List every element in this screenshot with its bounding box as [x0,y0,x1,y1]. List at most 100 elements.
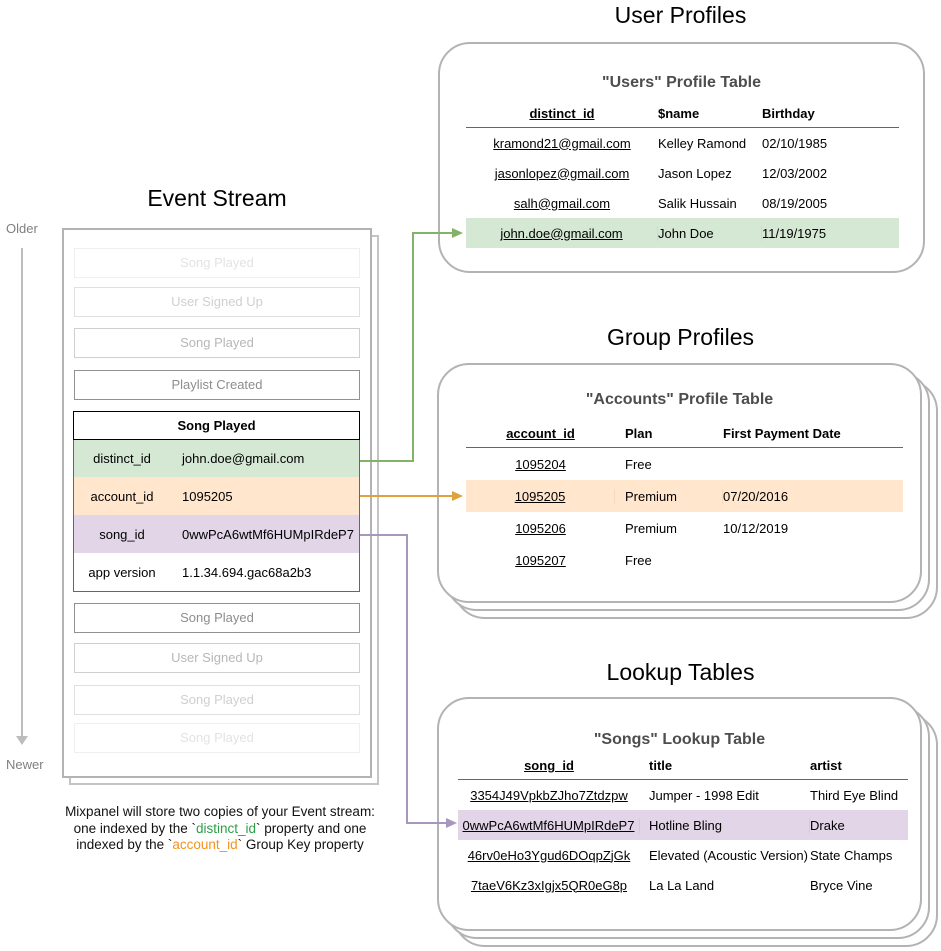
property-key: account_id [90,488,154,504]
column-header: song_id [524,758,574,773]
songs-table-title: "Songs" Lookup Table [593,731,766,748]
songs-table-header: song_id title artist [458,752,908,780]
green-arrow-head-icon [452,228,463,238]
cell-birthday: 02/10/1985 [762,135,828,151]
event-box-expanded: Song Played distinct_id john.doe@gmail.c… [73,411,360,592]
purple-arrow-segment [406,822,447,824]
cell-song-id: 3354J49VpkbZJho7Ztdzpw [470,787,628,803]
caption-account-id: account_id [172,837,238,852]
songs-table: song_id title artist 3354J49VpkbZJho7Ztd… [458,752,908,900]
table-row: 46rv0eHo3Ygud6DOqpZjGk Elevated (Acousti… [458,840,908,870]
cell-first-payment-date: 10/12/2019 [723,520,789,536]
orange-arrow-segment [360,495,453,497]
users-table-title: "Users" Profile Table [602,74,761,91]
cell-birthday: 12/03/2002 [762,165,828,181]
table-row: 1095206 Premium 10/12/2019 [466,512,903,544]
cell-birthday: 11/19/1975 [762,225,827,241]
table-row-highlighted: 1095205 Premium 07/20/2016 [466,480,903,512]
table-row: 7taeV6Kz3xIgjx5QR0eG8p La La Land Bryce … [458,870,908,900]
event-box: Song Played [74,723,360,753]
cell-distinct-id: john.doe@gmail.com [466,225,658,241]
cell-account-id: 1095207 [515,552,566,568]
caption-line3-pre: indexed by the ` [76,837,173,852]
orange-arrow-head-icon [452,491,463,501]
caption-distinct-id: distinct_id [195,820,257,836]
cell-title: La La Land [649,877,715,893]
property-key: app version [88,564,156,580]
cell-plan: Free [625,552,652,568]
event-name-header: Song Played [73,411,360,440]
cell-song-id: 7taeV6Kz3xIgjx5QR0eG8p [470,877,628,893]
lookup-tables-section-title: Lookup Tables [606,659,755,685]
table-row: jasonlopez@gmail.com Jason Lopez 12/03/2… [466,158,899,188]
cell-name: Salik Hussain [658,195,737,211]
event-property-row: distinct_id john.doe@gmail.com [74,439,359,477]
table-row: 1095204 Free [466,448,903,480]
newer-label: Newer [6,757,44,772]
green-arrow-segment [412,232,453,234]
event-box: User Signed Up [74,287,360,317]
diagram-caption: Mixpanel will store two copies of your E… [40,804,400,854]
event-box: Playlist Created [74,370,360,400]
table-row: kramond21@gmail.com Kelley Ramond 02/10/… [466,128,899,158]
event-box: Song Played [74,328,360,358]
property-key: distinct_id [93,450,151,466]
users-table: distinct_id $name Birthday kramond21@gma… [466,100,899,248]
cell-distinct-id: salh@gmail.com [513,195,611,211]
purple-arrow-segment [360,534,408,536]
cell-name: Jason Lopez [658,165,732,181]
cell-plan: Premium [615,488,723,504]
cell-distinct-id: jasonlopez@gmail.com [494,165,630,181]
cell-artist: State Champs [810,847,893,863]
cell-account-id: 1095206 [515,520,566,536]
table-row: salh@gmail.com Salik Hussain 08/19/2005 [466,188,899,218]
purple-arrow-head-icon [446,818,457,828]
cell-title: Hotline Bling [640,817,810,833]
property-value: 1095205 [182,488,233,504]
cell-plan: Free [625,456,652,472]
column-header: Plan [625,426,653,441]
cell-artist: Third Eye Blind [810,787,899,803]
cell-account-id: 1095204 [515,456,566,472]
column-header: artist [810,758,842,773]
event-stream-title: Event Stream [147,185,287,211]
cell-title: Jumper - 1998 Edit [649,787,759,803]
property-key: song_id [99,526,145,542]
arrow-down-icon [16,736,28,745]
event-property-row: app version 1.1.34.694.gac68a2b3 [74,553,359,591]
table-row-highlighted: john.doe@gmail.com John Doe 11/19/1975 [466,218,899,248]
green-arrow-segment [360,460,414,462]
time-axis-line [21,248,23,736]
cell-title: Elevated (Acoustic Version) [649,847,808,863]
caption-line3-post: ` Group Key property [237,837,364,852]
event-box: Song Played [74,685,360,715]
property-value: john.doe@gmail.com [182,450,305,466]
column-header: First Payment Date [723,426,841,441]
older-label: Older [6,221,38,236]
column-header: account_id [506,426,575,441]
property-value: 1.1.34.694.gac68a2b3 [182,564,312,580]
column-header: $name [658,106,700,121]
table-row: 1095207 Free [466,544,903,576]
accounts-table: account_id Plan First Payment Date 10952… [466,420,903,576]
cell-name: Kelley Ramond [658,135,747,151]
caption-line2-pre: one indexed by the ` [73,820,196,836]
cell-name: John Doe [658,225,762,241]
cell-plan: Premium [625,520,678,536]
user-profiles-section-title: User Profiles [614,2,747,28]
caption-line1: Mixpanel will store two copies of your E… [65,804,375,819]
purple-arrow-segment [406,534,408,824]
accounts-table-title: "Accounts" Profile Table [585,391,774,408]
column-header: distinct_id [529,106,595,121]
column-header: Birthday [762,106,815,121]
cell-first-payment-date: 07/20/2016 [723,488,789,504]
cell-birthday: 08/19/2005 [762,195,828,211]
cell-song-id: 0wwPcA6wtMf6HUMpIRdeP7 [458,817,640,833]
green-arrow-segment [412,232,414,462]
cell-artist: Bryce Vine [810,877,873,893]
event-box: User Signed Up [74,643,360,673]
cell-song-id: 46rv0eHo3Ygud6DOqpZjGk [467,847,631,863]
event-property-row: song_id 0wwPcA6wtMf6HUMpIRdeP7 [74,515,359,553]
table-row: 3354J49VpkbZJho7Ztdzpw Jumper - 1998 Edi… [458,780,908,810]
